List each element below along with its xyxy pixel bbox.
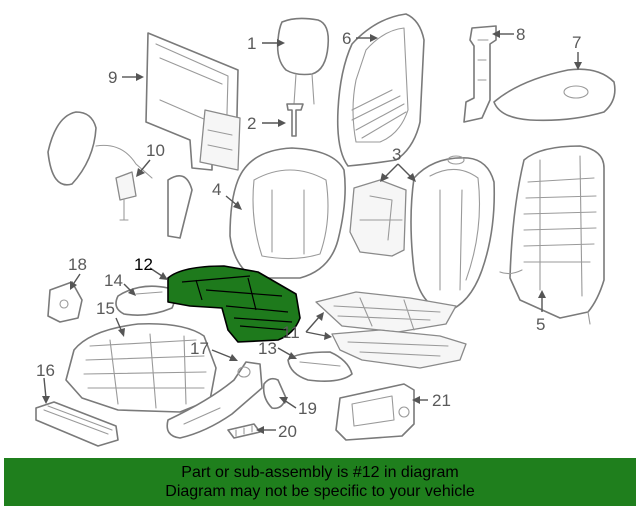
part-20-clip — [227, 423, 261, 439]
callouts: 1 2 3 4 5 6 7 8 9 10 11 12 13 14 15 16 1… — [36, 25, 581, 441]
info-banner: Part or sub-assembly is #12 in diagram D… — [4, 458, 636, 506]
part-18-bracket — [47, 281, 83, 323]
part-19-knob — [262, 377, 287, 410]
callout-15: 15 — [96, 299, 115, 318]
leader-lines — [42, 30, 582, 434]
callout-7: 7 — [572, 33, 581, 52]
callout-12: 12 — [134, 255, 153, 274]
part-11-seat-pads — [315, 291, 467, 369]
part-7-trim — [493, 68, 616, 122]
banner-part-info: Part or sub-assembly is #12 in diagram — [181, 464, 459, 481]
part-4-back-cushion — [229, 147, 346, 279]
callout-14: 14 — [104, 271, 123, 290]
callout-5: 5 — [536, 315, 545, 334]
part-10-side-airbag — [47, 111, 193, 239]
part-16-seat-rail — [35, 401, 119, 447]
part-12-seat-cushion-highlighted — [167, 265, 301, 343]
seat-parts-diagram: 1 2 3 4 5 6 7 8 9 10 11 12 13 14 15 16 1… — [35, 13, 616, 447]
callout-19: 19 — [298, 399, 317, 418]
callout-8: 8 — [516, 25, 525, 44]
callout-13: 13 — [258, 339, 277, 358]
part-9-back-panel — [145, 32, 241, 171]
callout-16: 16 — [36, 361, 55, 380]
part-6-back-frame — [336, 13, 425, 167]
callout-2: 2 — [247, 114, 256, 133]
part-13-pad — [287, 351, 353, 382]
part-2-guide-sleeve — [286, 103, 304, 137]
callout-18: 18 — [68, 255, 87, 274]
callout-4: 4 — [212, 180, 221, 199]
part-1-headrest — [276, 17, 330, 105]
callout-1: 1 — [247, 34, 256, 53]
callout-11: 11 — [282, 323, 300, 342]
part-21-switch-module — [335, 383, 415, 441]
callout-20: 20 — [278, 422, 297, 441]
part-15-seat-frame — [65, 322, 217, 413]
part-8-side-bracket — [463, 25, 497, 123]
part-14-pad — [115, 285, 176, 316]
callout-3: 3 — [392, 145, 401, 164]
callout-6: 6 — [342, 29, 351, 48]
part-5-back-frame — [499, 145, 605, 325]
callout-9: 9 — [108, 68, 117, 87]
callout-10: 10 — [146, 141, 165, 160]
part-17-side-trim — [166, 361, 263, 439]
callout-17: 17 — [190, 339, 209, 358]
part-3-back-pads — [349, 155, 496, 313]
banner-disclaimer: Diagram may not be specific to your vehi… — [165, 483, 475, 500]
callout-21: 21 — [432, 391, 451, 410]
